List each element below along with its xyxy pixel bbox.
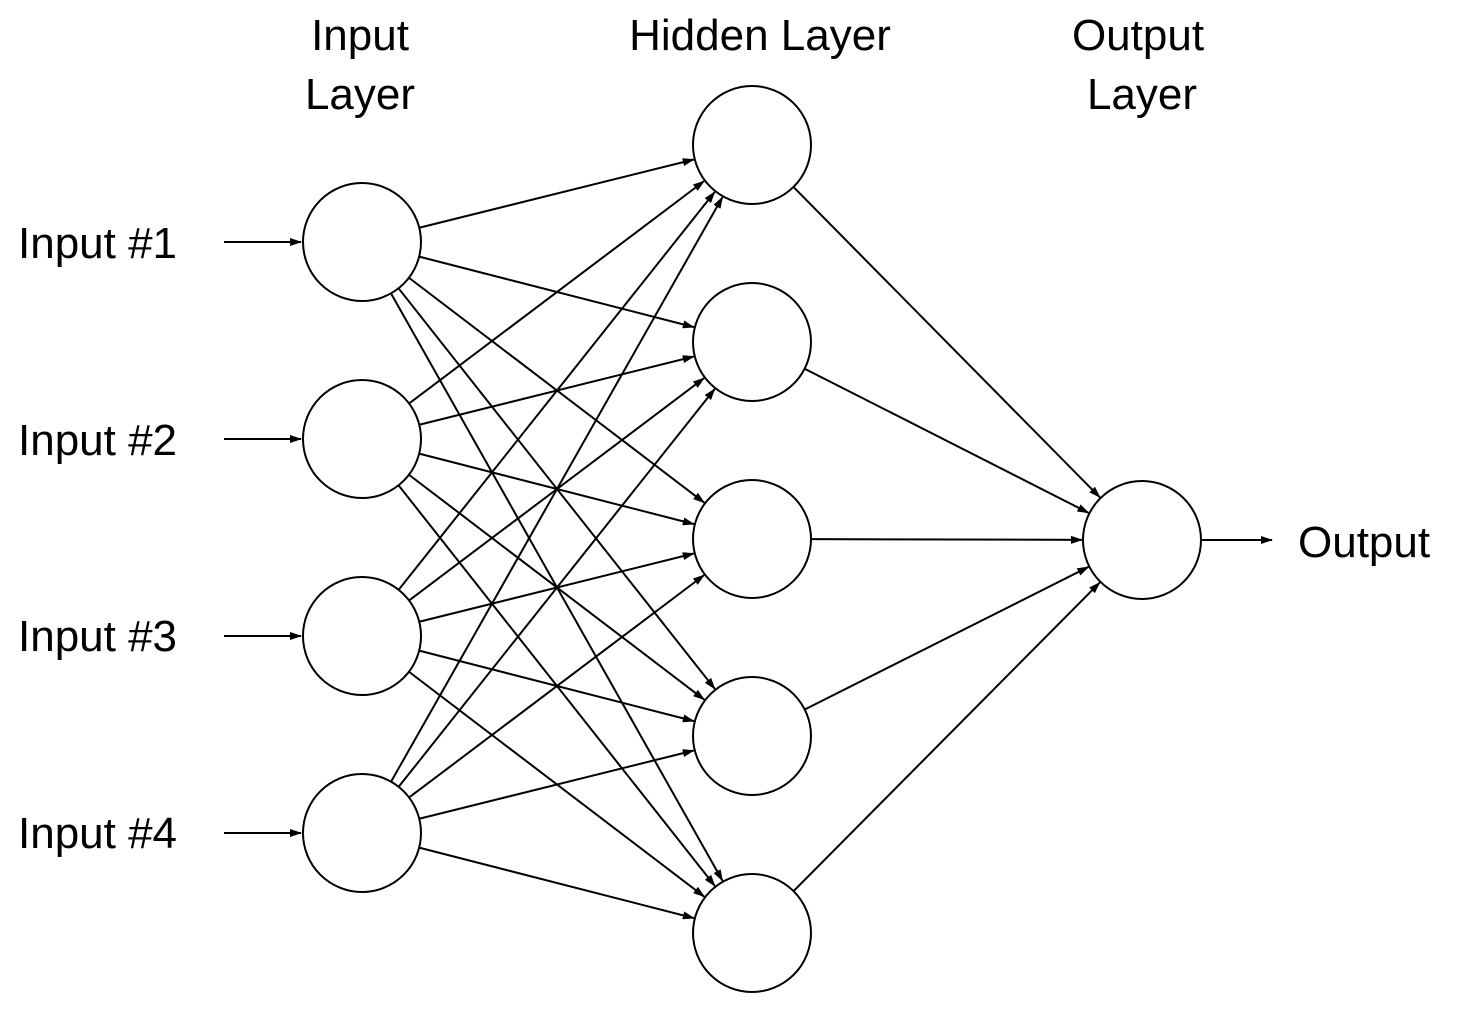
output-layer-title-line1: Output [1072, 11, 1204, 60]
edge-input-1-hidden-1 [419, 158, 695, 229]
edge-input-4-hidden-3 [408, 574, 705, 799]
hidden-layer-title: Hidden Layer [629, 11, 891, 60]
hidden-node-2 [692, 282, 812, 402]
output-label: Output [1298, 518, 1430, 567]
edge-input-4-hidden-4 [419, 749, 695, 820]
edge-hidden-1-output-1 [792, 186, 1101, 499]
input-label-2: Input #2 [18, 416, 177, 465]
edge-input-4-hidden-5 [418, 846, 695, 920]
node-group [302, 85, 1202, 993]
edge-hidden-3-output-1 [810, 535, 1084, 544]
hidden-node-3 [692, 479, 812, 599]
edge-hidden-4-output-1 [804, 566, 1090, 711]
hidden-node-4 [692, 676, 812, 796]
connection-group [224, 158, 1273, 920]
output-layer-title-line2: Layer [1087, 70, 1197, 119]
hidden-node-5 [692, 873, 812, 993]
edge-input-4-hidden-1 [390, 196, 724, 783]
edge-input-2-hidden-1 [408, 180, 705, 405]
edge-input-4-hidden-2 [397, 388, 716, 788]
input-label-4: Input #4 [18, 809, 177, 858]
input-layer-title-line2: Layer [305, 70, 415, 119]
edge-input-3-hidden-1 [397, 191, 716, 591]
input-label-1: Input #1 [18, 219, 177, 268]
input-node-3 [302, 576, 422, 696]
edge-hidden-5-output-1 [792, 581, 1101, 892]
input-node-2 [302, 379, 422, 499]
input-node-4 [302, 773, 422, 893]
input-node-1 [302, 182, 422, 302]
input-layer-title-line1: Input [311, 11, 409, 60]
input-label-3: Input #3 [18, 612, 177, 661]
hidden-node-1 [692, 85, 812, 205]
output-node-1 [1082, 480, 1202, 600]
edge-hidden-2-output-1 [804, 367, 1090, 514]
